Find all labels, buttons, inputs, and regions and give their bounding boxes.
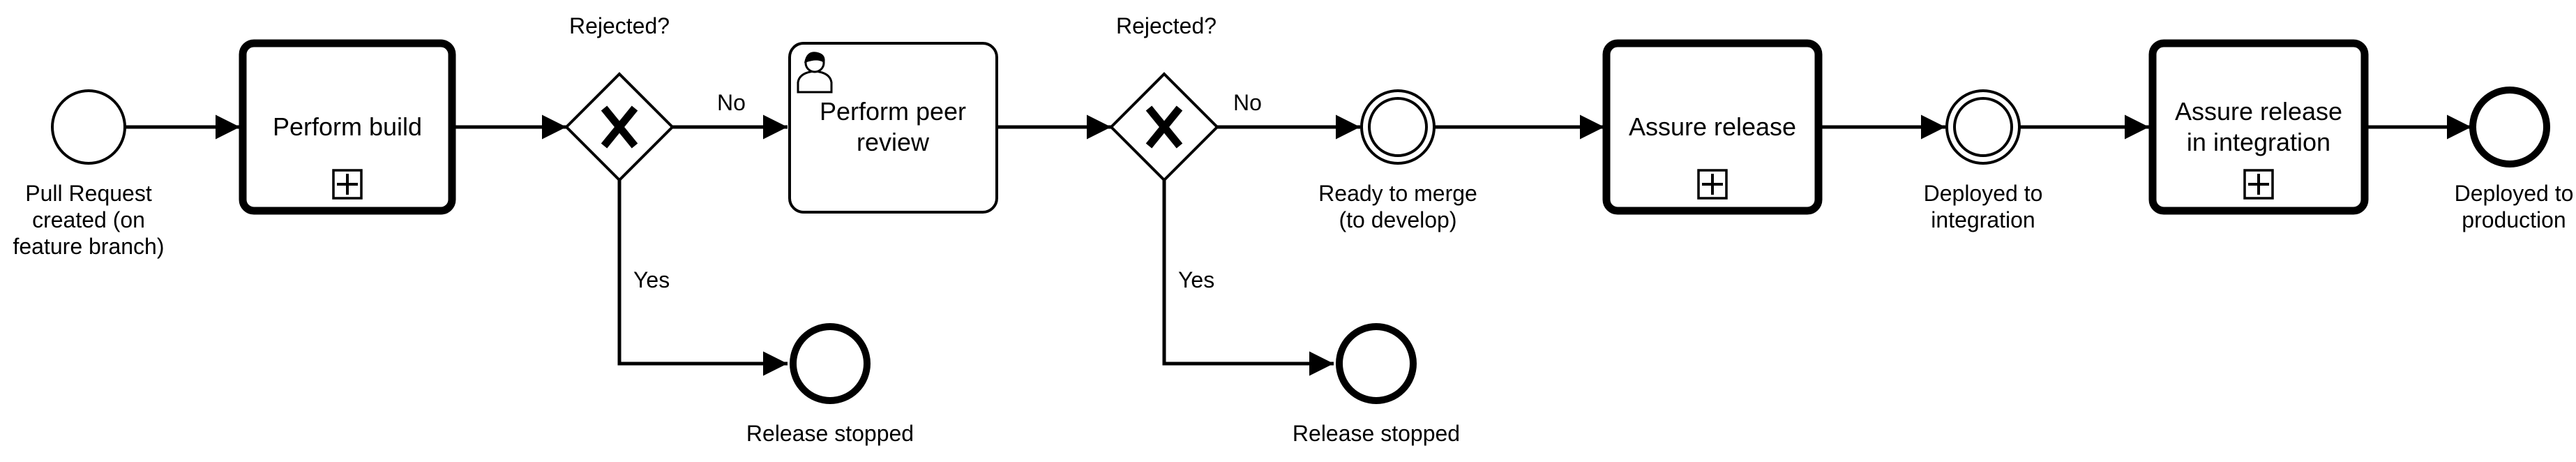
start-event: Pull Request created (on feature branch): [13, 89, 165, 259]
end-event-2-circle: [1336, 323, 1417, 404]
intermediate-event-ready-to-merge: Ready to merge (to develop): [1318, 89, 1477, 232]
end-event-production-label-line-1: Deployed to: [2455, 181, 2574, 206]
start-event-circle: [51, 89, 126, 165]
end-event-release-stopped-2: Release stopped: [1293, 323, 1460, 446]
user-icon: [797, 52, 833, 94]
task-perform-build-box: [239, 39, 456, 215]
task-assure-int-label-line-2: in integration: [2187, 128, 2330, 156]
task-assure-int-label-line-1: Assure release: [2175, 97, 2342, 126]
end-event-1-label: Release stopped: [746, 421, 914, 446]
task-assure-release-in-integration: Assure release in integration: [2148, 39, 2369, 215]
start-event-label-line-1: Pull Request: [25, 181, 152, 206]
task-perform-build: Perform build: [239, 39, 456, 215]
ready-event-outer: [1360, 89, 1436, 165]
deployed-int-outer: [1945, 89, 2021, 165]
gateway-2-yes-label: Yes: [1178, 267, 1214, 292]
gateway-2-question: Rejected?: [1116, 13, 1217, 38]
gateway-rejected-1: Rejected? No Yes: [564, 13, 746, 292]
sequence-flows: [126, 114, 2471, 376]
start-event-label-line-2: created (on: [32, 207, 145, 232]
gateway-1-no-label: No: [717, 90, 746, 115]
gateway-2-no-label: No: [1233, 90, 1262, 115]
deployed-int-inner: [1953, 97, 2013, 157]
ready-event-label-line-1: Ready to merge: [1318, 181, 1477, 206]
task-assure-int-box: [2148, 39, 2369, 215]
flow-gateway1-yes-to-stopped1: [617, 180, 788, 376]
start-event-label-line-3: feature branch): [13, 234, 164, 259]
end-event-release-stopped-1: Release stopped: [746, 323, 914, 446]
task-assure-label: Assure release: [1629, 112, 1796, 141]
ready-event-label-line-2: (to develop): [1339, 207, 1457, 232]
deployed-int-label-line-1: Deployed to: [1924, 181, 2043, 206]
gateway-rejected-2: Rejected? No Yes: [1109, 13, 1262, 292]
ready-event-inner: [1368, 97, 1428, 157]
task-perform-build-label: Perform build: [273, 112, 422, 141]
x-icon: [601, 105, 638, 149]
task-assure-box: [1602, 39, 1823, 215]
task-perform-peer-review: Perform peer review: [788, 42, 998, 214]
intermediate-event-deployed-to-integration: Deployed to integration: [1924, 89, 2043, 232]
end-event-2-label: Release stopped: [1293, 421, 1460, 446]
task-review-box: [788, 42, 998, 214]
gateway-1-yes-label: Yes: [633, 267, 670, 292]
subprocess-plus-icon: [2243, 169, 2274, 200]
subprocess-plus-icon: [332, 169, 363, 200]
end-event-1-circle: [790, 323, 871, 404]
task-assure-release: Assure release: [1602, 39, 1823, 215]
end-event-production-circle: [2469, 87, 2550, 167]
end-event-deployed-to-production: Deployed to production: [2455, 87, 2574, 232]
task-review-label-line-2: review: [857, 128, 930, 156]
flow-gateway2-yes-to-stopped2: [1162, 180, 1334, 376]
x-icon: [1145, 105, 1183, 149]
subprocess-plus-icon: [1697, 169, 1728, 200]
deployed-int-label-line-2: integration: [1931, 207, 2035, 232]
end-event-production-label-line-2: production: [2462, 207, 2566, 232]
task-review-label-line-1: Perform peer: [820, 97, 966, 126]
gateway-1-question: Rejected?: [569, 13, 670, 38]
